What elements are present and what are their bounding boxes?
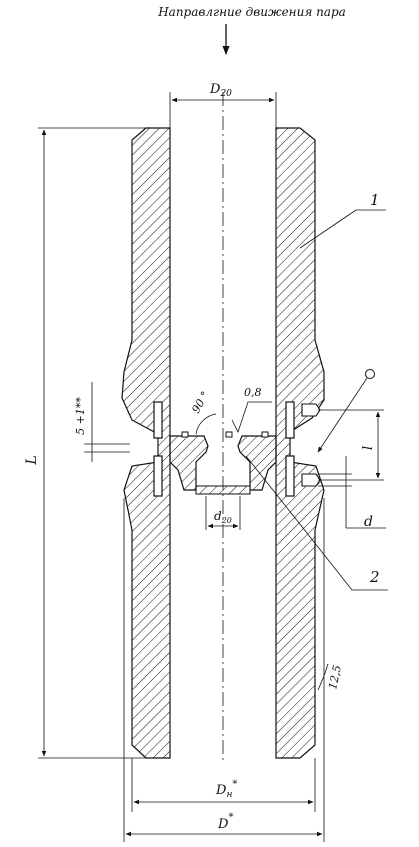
pin-1 [181,431,189,438]
left-nozzle-insert [169,435,209,491]
leader-2 [245,455,353,591]
left-bolt-upper [153,401,163,439]
left-pipe-wall [121,127,171,759]
roughness-inner-label: 0,8 [244,386,262,399]
lower-tap-fitting [301,473,321,487]
angle-arc [195,413,217,435]
pin-3 [261,431,269,438]
right-nozzle-insert [237,435,277,491]
gap-label: 5 +1** [74,397,87,435]
roughness-inner-symbol [231,401,272,434]
right-bolt-upper [285,401,295,439]
dn-label: Dн* [215,779,237,800]
angle-label: 90 ° [189,389,212,415]
left-bolt-lower [153,455,163,497]
right-pipe-wall [275,127,325,759]
length-label: L [24,455,40,465]
part-1-label: 1 [370,191,380,209]
d-outer-label: D* [217,812,233,832]
right-bolt-lower [285,455,295,497]
d20-label: D20 [209,82,232,99]
tap-leader [317,377,368,453]
d-label: d [364,514,373,530]
roughness-outer-label: 12,5 [326,664,344,691]
orifice-label: d20 [214,509,232,525]
l-label: l [361,446,376,450]
leader-1 [299,209,357,249]
pin-2 [225,431,233,438]
orifice-plate [195,485,251,495]
flow-direction-title: Направлгние движения пара [157,5,346,19]
part-2-label: 2 [369,568,380,586]
upper-tap-fitting [301,403,321,417]
tap-marker-circle [365,369,375,379]
